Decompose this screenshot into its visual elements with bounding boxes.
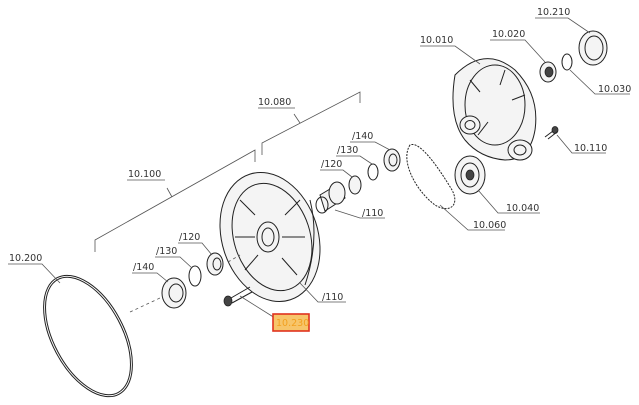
clip-10-030[interactable] [561, 53, 573, 71]
chain-10-060[interactable] [406, 144, 456, 210]
leader-130a [336, 155, 373, 165]
leader-10-020 [490, 39, 546, 63]
bearing-120-right[interactable] [348, 175, 362, 195]
bolt-10-110[interactable] [544, 126, 559, 140]
cover-plate-10-100[interactable] [204, 159, 336, 314]
bolt-10-230[interactable] [223, 286, 253, 307]
assembly-axis [129, 254, 241, 313]
label-110-right[interactable]: /110 [362, 208, 383, 219]
o-ring-10-200[interactable] [25, 261, 151, 405]
seal-140-left[interactable] [161, 277, 187, 309]
sprocket-10-040[interactable] [454, 155, 486, 195]
label-120-right[interactable]: /120 [321, 159, 342, 170]
label-10-020[interactable]: 10.020 [492, 29, 525, 40]
label-10-040[interactable]: 10.040 [506, 203, 539, 214]
label-10-010[interactable]: 10.010 [420, 35, 453, 46]
o-ring-inner-edge [45, 276, 131, 396]
highlight-box-10-230 [272, 313, 310, 332]
leader-10-200 [8, 263, 61, 284]
label-10-080[interactable]: 10.080 [258, 97, 291, 108]
label-130-right[interactable]: /130 [337, 145, 358, 156]
leader-110b [299, 282, 346, 303]
label-10-060[interactable]: 10.060 [473, 220, 506, 231]
shaft-110-right[interactable] [315, 181, 346, 214]
ring-130-left[interactable] [188, 265, 202, 287]
leader-10-110 [556, 134, 606, 154]
pump-housing-10-010[interactable] [452, 58, 537, 161]
label-120-left[interactable]: /120 [179, 232, 200, 243]
bearing-10-020[interactable] [539, 61, 557, 83]
leader-140b [132, 272, 169, 283]
leader-10-230 [239, 295, 276, 319]
leader-10-010 [420, 45, 481, 65]
leader-10-060 [439, 204, 505, 231]
ring-130-right[interactable] [367, 163, 379, 181]
leader-120a [320, 169, 353, 178]
label-10-110[interactable]: 10.110 [574, 143, 607, 154]
leader-10-040 [477, 189, 540, 214]
leader-140a [350, 141, 391, 151]
leader-10-030 [569, 69, 630, 95]
seal-10-210[interactable] [578, 30, 608, 66]
label-140-left[interactable]: /140 [133, 262, 154, 273]
label-10-230[interactable]: 10.230 [276, 318, 309, 329]
label-10-100[interactable]: 10.100 [128, 169, 161, 180]
label-130-left[interactable]: /130 [156, 246, 177, 257]
bracket-10-080 [261, 91, 361, 155]
leader-120b [178, 242, 213, 256]
leader-130b [155, 256, 193, 269]
label-10-030[interactable]: 10.030 [598, 84, 631, 95]
bracket-10-100 [94, 149, 256, 252]
seal-140-right[interactable] [383, 148, 401, 172]
leader-110a [334, 209, 385, 219]
bearing-120-left[interactable] [206, 252, 224, 276]
label-110-left[interactable]: /110 [322, 292, 343, 303]
leader-10-210 [535, 17, 591, 34]
label-10-210[interactable]: 10.210 [537, 7, 570, 18]
label-140-right[interactable]: /140 [352, 131, 373, 142]
label-10-200[interactable]: 10.200 [9, 253, 42, 264]
